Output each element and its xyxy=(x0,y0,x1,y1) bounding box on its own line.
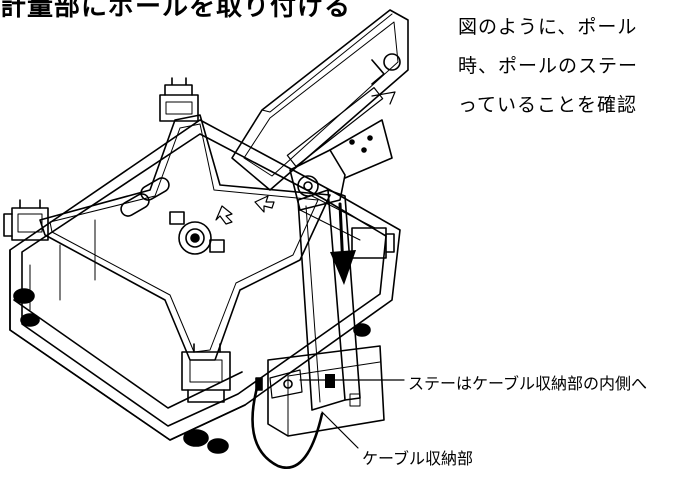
instruction-line-3: っていることを確認 xyxy=(458,94,638,116)
cross-plate xyxy=(39,114,331,361)
instruction-line-1: 図のように、ポール xyxy=(458,16,638,38)
section-heading: 計量部にポールを取り付ける xyxy=(0,0,352,22)
mounting-slots xyxy=(120,177,275,225)
cable-storage-box xyxy=(267,345,385,437)
callout-lines xyxy=(299,379,405,449)
callout-cable-storage: ケーブル収納部 xyxy=(362,449,474,468)
callout-stay-inside: ステーはケーブル収納部の内側へ xyxy=(408,374,648,393)
center-hub xyxy=(169,211,225,255)
pole-hinge-bracket xyxy=(289,119,393,211)
pole xyxy=(297,189,361,411)
down-arrow-icon xyxy=(330,202,356,285)
corner-bracket-left xyxy=(3,199,49,241)
corner-bracket-top xyxy=(159,77,199,122)
cable xyxy=(251,377,324,469)
display-head xyxy=(231,9,409,191)
corner-bracket-right xyxy=(351,227,395,259)
corner-bracket-bottom xyxy=(181,343,231,403)
instruction-line-2: 時、ポールのステー xyxy=(458,55,639,77)
leveling-feet xyxy=(13,288,371,454)
